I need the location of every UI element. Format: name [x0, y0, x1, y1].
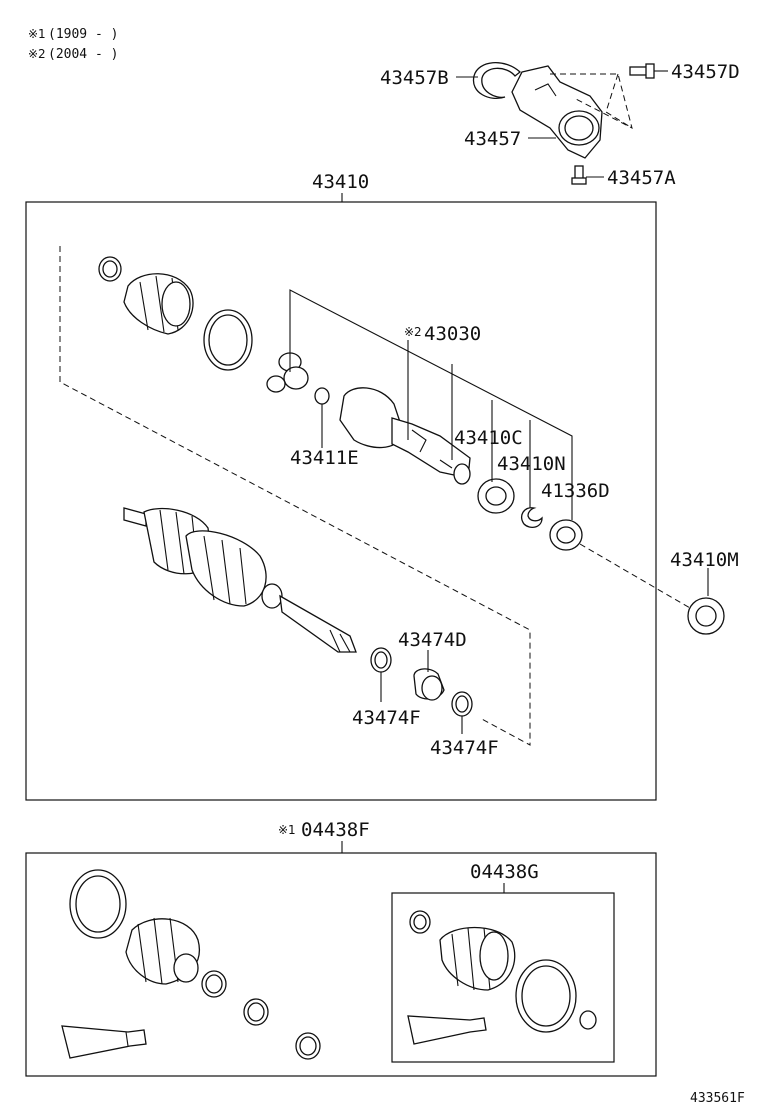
label-43410C: 43410C	[454, 427, 523, 449]
boot-kit-04438G: 04438G	[391, 861, 615, 1063]
seal-43410M-group: 43410M	[579, 543, 739, 635]
label-43474D: 43474D	[398, 629, 467, 651]
label-04438G: 04438G	[470, 861, 539, 883]
label-04438F: 04438F	[301, 819, 370, 841]
sub-clamp-ring	[579, 1010, 597, 1030]
ring-43474F-b	[451, 691, 473, 717]
bracket-bore-inner	[564, 115, 594, 141]
bearing-bracket-group: 43457B 43457D 43457 43457A	[380, 61, 740, 189]
figure-id: 433561F	[690, 1091, 745, 1106]
label-43410: 43410	[312, 171, 369, 193]
label-43030: 43030	[424, 323, 481, 345]
label-43457A: 43457A	[607, 167, 676, 189]
seal-41336D	[549, 519, 583, 551]
sub-clamp-small	[409, 910, 431, 934]
kit-clamp-1	[201, 970, 227, 998]
note-1-text: (1909 - )	[48, 27, 118, 42]
label-43030-mark: ※2	[404, 325, 422, 339]
label-04438F-mark: ※1	[278, 823, 296, 837]
sub-boot	[439, 926, 516, 991]
inboard-joint-43030	[339, 387, 471, 485]
bracket-43457	[511, 65, 603, 159]
drive-shaft-assembly-43410: 43410	[25, 171, 657, 801]
bracket-dashed-guide	[550, 73, 633, 129]
note-2-mark: ※2	[28, 47, 46, 61]
bolt-43457A	[571, 165, 587, 185]
label-43457: 43457	[464, 128, 521, 150]
kit-clamp-2	[243, 998, 269, 1026]
note-2-text: (2004 - )	[48, 47, 118, 62]
sub-clamp-large	[515, 959, 577, 1033]
label-43410M: 43410M	[670, 549, 739, 571]
snap-ring-43411E	[314, 387, 330, 405]
sub-grease-tube	[407, 1015, 487, 1045]
label-41336D: 41336D	[541, 480, 610, 502]
label-43474F-b: 43474F	[430, 737, 499, 759]
leader-43030-group	[289, 289, 573, 520]
label-43457D: 43457D	[671, 61, 740, 83]
dashed-boundary-left	[59, 246, 531, 746]
grease-tube	[61, 1025, 147, 1059]
inner-boot	[123, 273, 194, 335]
kit-boot	[125, 917, 200, 985]
box-04438G	[391, 892, 615, 1063]
kit-clamp-3	[295, 1032, 321, 1060]
boot-clamp-large	[203, 309, 253, 371]
snap-ring-43457B	[472, 61, 521, 99]
ring-43474F-a	[370, 647, 392, 673]
label-43474F-a: 43474F	[352, 707, 421, 729]
boot-clamp-small	[98, 256, 122, 282]
outboard-shaft	[123, 507, 357, 653]
damper-43474D	[413, 668, 445, 701]
box-04438F	[25, 852, 657, 1077]
leader-43030	[407, 340, 453, 460]
box-43410	[25, 201, 657, 801]
snap-ring-43410N	[520, 507, 543, 529]
bolt-43457D	[629, 63, 655, 79]
tripod-joint	[266, 352, 309, 393]
note-1-mark: ※1	[28, 27, 46, 41]
label-43457B: 43457B	[380, 67, 449, 89]
bearing-43410C	[477, 478, 515, 514]
label-43411E: 43411E	[290, 447, 359, 469]
label-43410N: 43410N	[497, 453, 566, 475]
dashed-leader-43410M	[579, 543, 691, 609]
notes: ※1 (1909 - ) ※2 (2004 - )	[28, 27, 118, 62]
boot-kit-04438F: ※1 04438F 0	[25, 819, 657, 1077]
kit-clamp-large	[69, 869, 127, 939]
bracket-rib	[534, 83, 557, 97]
leader-43410C-43410N	[491, 400, 531, 508]
